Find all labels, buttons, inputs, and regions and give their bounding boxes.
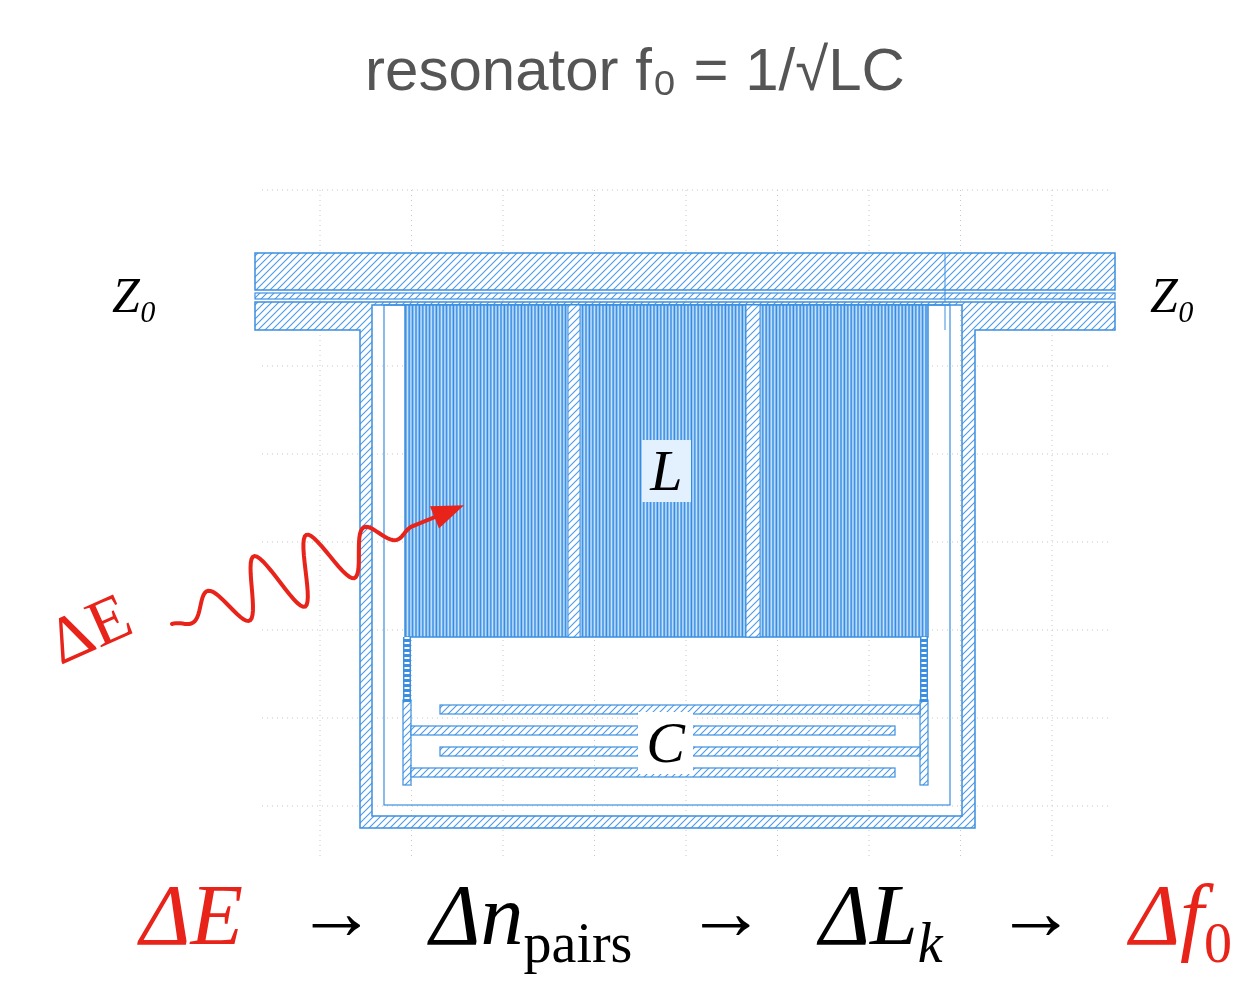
photon-wave (172, 515, 440, 624)
capacitor-wire (920, 700, 928, 785)
equation-term: → (297, 872, 377, 952)
equation-subscript: pairs (524, 915, 633, 971)
grid-line (262, 806, 1110, 807)
equation-term: Δf (1130, 872, 1204, 958)
meander-gap (568, 305, 580, 637)
wire-fill (922, 637, 927, 702)
component-label: L (642, 440, 690, 502)
port-impedance: Z₀ (1150, 270, 1195, 320)
equation-term: ΔL (819, 872, 917, 958)
photon-energy: ΔE (38, 581, 140, 675)
meander-gap (746, 305, 760, 637)
capacitor-wire (403, 700, 411, 785)
component-label: C (638, 712, 693, 774)
wire (920, 637, 928, 702)
equation-term: → (996, 872, 1076, 952)
resonator-frame (255, 302, 1115, 828)
inductor-meander (405, 305, 928, 637)
capacitor: C (411, 700, 920, 785)
equation-subscript: 0 (1204, 915, 1232, 971)
inner-outline (384, 305, 950, 805)
wire-fill (405, 637, 410, 702)
equation-term: → (686, 872, 766, 952)
wire (403, 637, 411, 702)
equation-term: Δn (430, 872, 523, 958)
equation-term: ΔE (140, 872, 243, 958)
title: resonator f₀ = 1/√LC (0, 40, 1240, 100)
equation-subscript: k (918, 915, 943, 971)
arrow-head (430, 505, 464, 528)
seam (945, 253, 946, 330)
feedline (255, 293, 1115, 299)
grid-line (262, 190, 1110, 191)
ground-plane (255, 253, 1115, 290)
inductor: L (405, 305, 928, 637)
port-impedance: Z₀ (112, 270, 157, 320)
